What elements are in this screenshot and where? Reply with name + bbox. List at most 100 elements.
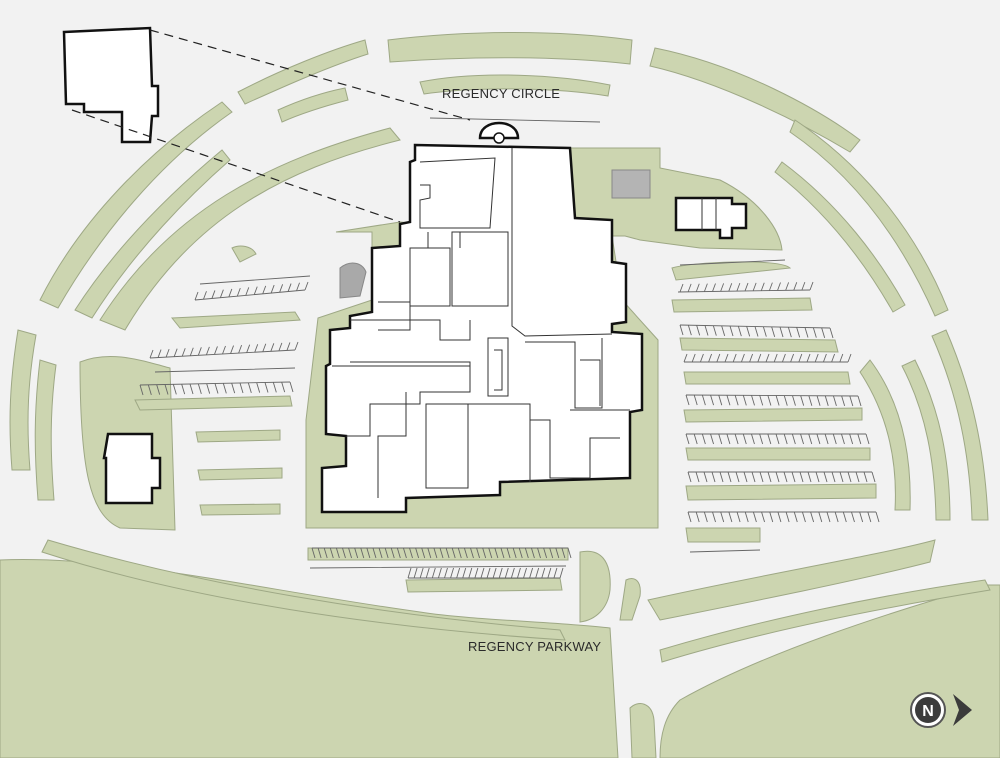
stall-line [867,511,872,523]
utility-pad [611,169,651,199]
stall-line [816,395,821,406]
parking-island [197,467,283,481]
stall-line [462,567,467,579]
stall-line [785,511,790,523]
stall-line [759,471,764,483]
stall-line [360,547,365,559]
stall-line [147,384,152,395]
stall-line [197,383,202,394]
stall-line [842,511,847,523]
stall-line [720,283,725,292]
stall-line [197,347,202,356]
stall-line [203,291,207,300]
stall-line [716,353,721,363]
stall-line [767,395,772,406]
stall-line [470,547,474,559]
stall-line [720,511,725,523]
north-compass: N [910,692,972,728]
stall-line [799,471,804,483]
stall-line [139,384,144,396]
stall-line [743,471,748,483]
stall-line [802,511,806,523]
stall-line [687,471,692,483]
east-island [859,359,911,511]
stall-line [206,383,211,394]
stall-line [421,547,426,559]
stall-line [547,567,552,579]
stall-line [254,344,259,353]
stall-line [693,433,698,445]
south-median-east [659,579,991,663]
stall-line [524,547,529,559]
parking-island [685,447,871,461]
far-west-median-2 [34,359,57,501]
parking-island [683,407,863,423]
stall-line [402,547,407,559]
stall-line [801,281,806,291]
stall-line [826,511,831,523]
northwest-median-1 [237,39,369,105]
stall-line [727,471,732,483]
stall-line [181,384,186,395]
stall-line [815,471,820,483]
stall-row [194,275,311,301]
stall-line [289,381,294,393]
stall-line [812,327,817,338]
stall-line [238,344,243,354]
stall-line [767,471,772,483]
stall-line [732,353,737,363]
stall-line [751,433,755,445]
stall-line [734,395,739,406]
stall-line [744,282,749,292]
north-median-center [387,32,633,65]
parking-island [683,371,851,385]
stall-line [549,547,554,559]
stall-line [832,395,837,406]
stall-line [262,343,267,352]
stall-line [863,471,868,483]
stall-line [742,395,747,406]
stall-line [726,433,731,445]
stall-line [506,547,511,559]
stall-line [744,511,749,523]
compass-disc [915,697,941,723]
stall-line [790,353,795,363]
stall-line [849,395,854,407]
parking-island [170,311,301,329]
north-entry-rotunda [478,121,520,140]
stall-line [724,353,729,363]
stall-line [456,567,461,579]
stall-line [751,471,756,483]
stall-line [543,547,548,559]
stall-line [718,433,723,445]
stall-line [773,353,778,363]
stall-line [354,547,359,559]
stall-line [742,433,747,445]
stall-line [775,433,780,445]
stall-line [718,395,723,406]
stall-line [810,511,815,523]
stall-line [685,394,690,406]
parking-island [685,527,761,543]
stall-line [433,547,438,559]
stall-line [504,567,509,579]
stall-line [701,433,706,445]
northwest-median-2 [277,87,349,123]
stall-line [823,471,828,483]
stall-line [829,327,834,339]
stall-line [783,433,788,445]
stall-line [710,395,715,406]
stall-line [687,511,692,523]
stall-line [439,547,444,559]
stall-line [775,395,780,406]
stall-line [701,394,706,406]
stall-line [808,395,813,406]
stall-line [445,547,450,559]
stall-line [693,394,698,406]
stall-line [264,382,269,393]
stall-line [875,511,880,523]
east-outparcel-building [674,196,748,240]
stall-line [537,547,541,559]
stall-line [807,471,812,483]
